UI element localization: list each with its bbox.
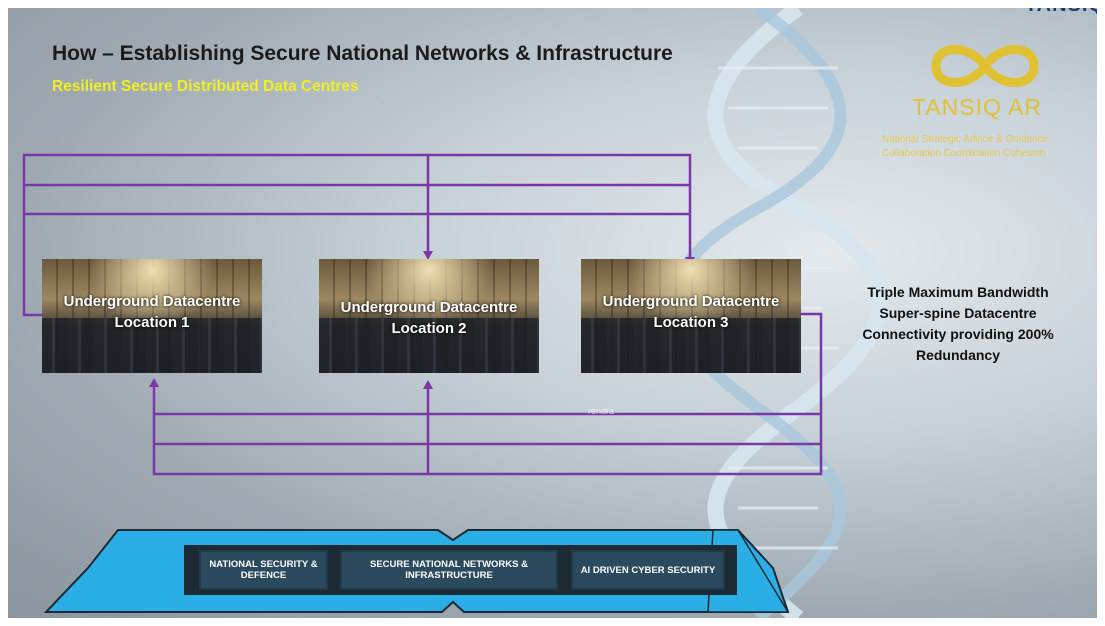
- slide-subtitle: Resilient Secure Distributed Data Centre…: [52, 78, 359, 95]
- infinity-logo-icon: [931, 45, 1039, 87]
- corner-logo-text: TANSIQ: [1025, 8, 1097, 17]
- pillar-secure-networks: SECURE NATIONAL NETWORKS & INFRASTRUCTUR…: [340, 550, 558, 590]
- top-connector-outer: [22, 153, 692, 317]
- arrow-head-icon: [423, 380, 433, 389]
- slide-title: How – Establishing Secure National Netwo…: [52, 42, 673, 65]
- arrow-head-icon: [423, 251, 433, 260]
- logo-name: TANSIQ AR: [912, 94, 1042, 120]
- datacentre-label-3: Underground Datacentre Location 3: [602, 293, 780, 331]
- connector-lines: [22, 153, 823, 476]
- slide: TANSIQ How – Establishing Secure Nationa…: [8, 8, 1097, 618]
- pillar-national-security: NATIONAL SECURITY & DEFENCE: [199, 550, 328, 590]
- arrow-head-icon: [149, 378, 159, 387]
- datacentre-image-location-3: Underground Datacentre Location 3: [581, 259, 801, 373]
- pillar-ai-cyber-security: AI DRIVEN CYBER SECURITY: [571, 550, 725, 590]
- redundancy-note: Triple Maximum Bandwidth Super-spine Dat…: [862, 284, 1054, 363]
- datacentre-label-2: Underground Datacentre Location 2: [340, 299, 518, 337]
- datacentre-image-location-1: Underground Datacentre Location 1: [42, 259, 262, 373]
- datacentre-image-location-2: Underground Datacentre Location 2: [319, 259, 539, 373]
- datacentre-label-1: Underground Datacentre Location 1: [63, 293, 241, 331]
- logo-tagline: National Strategic Advice & Guidance Col…: [882, 134, 1049, 159]
- faint-watermark-text: rendra: [588, 406, 615, 416]
